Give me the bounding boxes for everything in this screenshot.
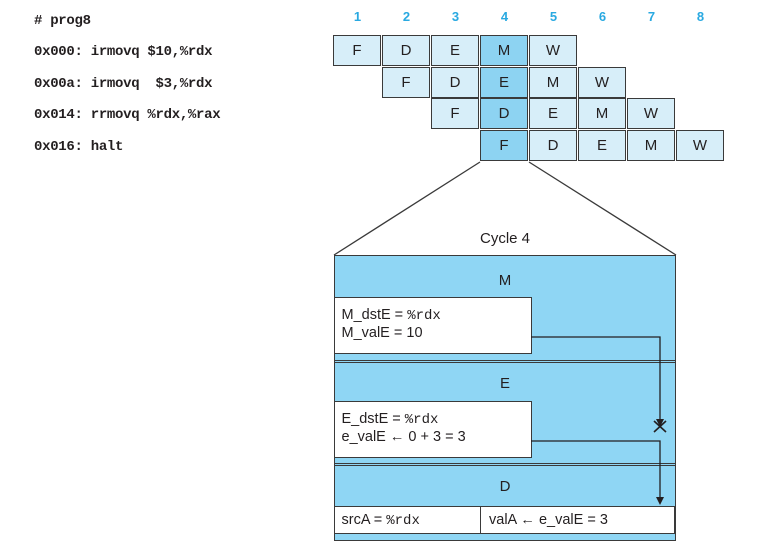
zoom-line-right: [528, 161, 677, 256]
pipeline-stage-cell: E: [480, 66, 528, 98]
e-vale-forward-path: [531, 440, 661, 498]
pipeline-stage-cell: M: [627, 129, 675, 161]
pipeline-stage-cell: F: [431, 98, 479, 129]
pipeline-stage-cell: M: [578, 98, 626, 129]
pipeline-stage-cell: W: [578, 66, 626, 98]
zoom-line-left: [333, 161, 481, 256]
pipeline-stage-cell: E: [529, 98, 577, 129]
cycle-number: 1: [353, 9, 362, 24]
stage-divider: [335, 465, 675, 466]
m-dste-reg: %rdx: [407, 308, 441, 324]
program-line: 0x016: halt: [34, 139, 123, 155]
stage-label-e: E: [499, 375, 510, 392]
pipeline-stage-cell: D: [480, 98, 528, 129]
cycle-number: 6: [598, 9, 607, 24]
instruction-address: 0x016:: [34, 139, 83, 155]
m-stage-box: M_dstE = %rdx M_valE = 10: [333, 297, 532, 354]
m-vale-line: M_valE = 10: [341, 325, 423, 341]
instruction-address: 0x014:: [34, 107, 83, 123]
pipeline-stage-cell: M: [529, 66, 577, 98]
instruction-text: irmovq $3,%rdx: [90, 76, 213, 92]
arrowhead-icon: [656, 497, 664, 505]
program-line: 0x014: rrmovq %rdx,%rax: [34, 107, 221, 123]
pipeline-stage-cell: D: [431, 66, 479, 98]
instruction-address: 0x00a:: [34, 76, 83, 92]
blocked-x-icon: [653, 420, 667, 433]
pipeline-stage-cell: D: [529, 129, 577, 161]
cycle-number: 3: [451, 9, 460, 24]
pipeline-stage-cell: F: [382, 66, 430, 98]
pipeline-stage-cell: W: [676, 129, 724, 161]
program-title: # prog8: [34, 13, 91, 29]
pipeline-stage-cell: W: [529, 35, 577, 66]
cycle-number: 5: [549, 9, 558, 24]
cycle-number: 2: [402, 9, 411, 24]
srca-reg: %rdx: [386, 513, 420, 529]
e-stage-box: E_dstE = %rdx e_valE ← 0 + 3 = 3: [333, 401, 532, 458]
cycle-detail-panel: M M_dstE = %rdx M_valE = 10 E E_dstE = %…: [333, 255, 676, 541]
d-vala-box: valA ← e_valE = 3: [480, 506, 675, 534]
e-vale-line: e_valE ← 0 + 3 = 3: [341, 429, 466, 445]
d-srca-box: srcA = %rdx: [333, 506, 482, 534]
m-dste-line: M_dstE = %rdx: [342, 307, 531, 325]
pipeline-stage-cell: F: [480, 129, 528, 161]
e-dste-label: E_dstE =: [341, 411, 405, 427]
program-line: 0x00a: irmovq $3,%rdx: [34, 76, 213, 92]
pipeline-stage-cell: M: [480, 35, 528, 66]
cycle-number: 4: [500, 9, 509, 24]
pipeline-stage-cell: D: [382, 35, 430, 66]
e-dste-reg: %rdx: [404, 412, 439, 428]
cycle-number: 8: [696, 9, 705, 24]
stage-label-m: M: [498, 272, 512, 289]
stage-label-d: D: [499, 478, 511, 495]
srca-label: srcA =: [341, 512, 387, 528]
pipeline-stage-cell: F: [333, 35, 381, 66]
pipeline-stage-cell: W: [627, 98, 675, 129]
m-vale-forward-path: [531, 336, 661, 420]
pipeline-stage-cell: E: [578, 129, 626, 161]
instruction-text: irmovq $10,%rdx: [90, 44, 213, 60]
stage-divider: [335, 360, 675, 361]
cycle-number: 7: [647, 9, 656, 24]
program-line: 0x000: irmovq $10,%rdx: [34, 44, 213, 60]
stage-divider: [335, 362, 675, 363]
arrowhead-icon: [656, 419, 664, 427]
instruction-text: rrmovq %rdx,%rax: [90, 107, 221, 123]
cycle-title: Cycle 4: [479, 230, 531, 247]
e-dste-line: E_dstE = %rdx: [342, 411, 531, 429]
instruction-text: halt: [90, 139, 124, 155]
m-dste-label: M_dstE =: [341, 307, 408, 323]
stage-divider: [335, 463, 675, 464]
instruction-address: 0x000:: [34, 44, 83, 60]
pipeline-stage-cell: E: [431, 35, 479, 66]
